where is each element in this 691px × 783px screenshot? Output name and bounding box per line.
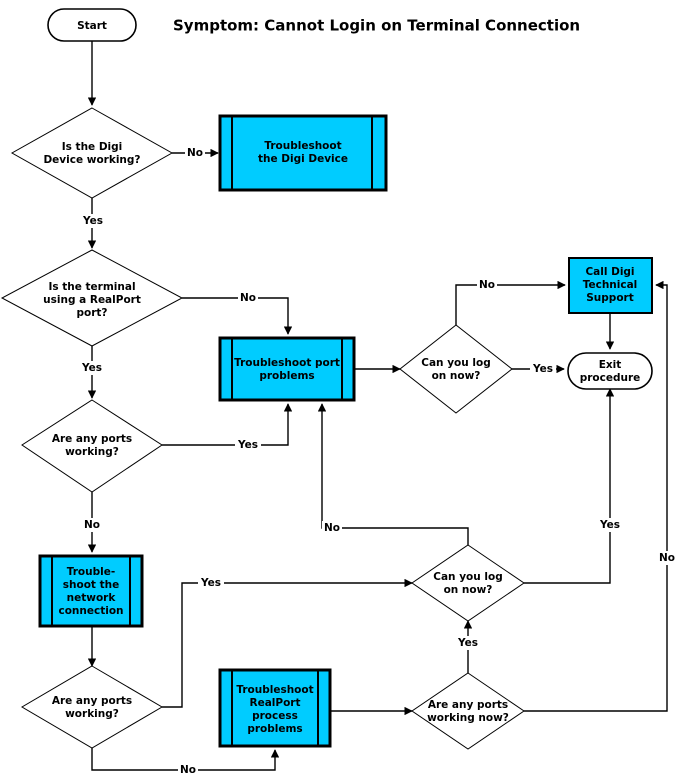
edge-label-logon2-yes-up: Yes [457, 637, 478, 649]
call-support-line1: Call Digi [585, 266, 634, 278]
process-shape [568, 257, 653, 314]
process-shape [38, 554, 144, 628]
q-logon1-line1: Can you log [421, 357, 490, 369]
q-ports1-line2: working? [65, 446, 119, 458]
lbl-bg [79, 361, 105, 375]
q-logon2-line2: on now? [444, 584, 493, 596]
node-start[interactable]: Start [47, 8, 137, 42]
q-logon2-line1: Can you log [433, 571, 502, 583]
edge-label-portsnow-yes: Yes [599, 519, 620, 531]
edge-label-portsnow-no: No [659, 552, 675, 564]
node-exit-procedure[interactable]: Exit procedure [567, 352, 653, 390]
lbl-bg [477, 278, 497, 292]
q-ports1-line1: Are any ports [52, 433, 132, 445]
q-digi-line2: Device working? [43, 154, 140, 166]
q-ports2-line1: Are any ports [52, 695, 132, 707]
node-q-realport[interactable]: Is the terminal using a RealPort port? [0, 249, 184, 347]
decision-shape [399, 324, 513, 414]
lbl-bg [185, 145, 205, 159]
ts-network-line1: Trouble- [67, 566, 115, 578]
ts-digi-line2: the Digi Device [258, 153, 348, 165]
exit-shape [567, 352, 653, 390]
decision-shape [411, 544, 525, 622]
node-ts-network[interactable]: Trouble- shoot the network connection [38, 554, 144, 628]
ts-port-line2: problems [259, 370, 314, 382]
decision-shape [0, 249, 184, 347]
page-title: Symptom: Cannot Login on Terminal Connec… [173, 17, 580, 35]
edge-portsnow-no [524, 280, 668, 712]
q-realport-line1: Is the terminal [48, 281, 135, 293]
edge-labels: No Yes No Yes Yes No No Yes No Yes No Ye… [79, 145, 677, 777]
decision-shape [21, 665, 163, 749]
lbl-bg [80, 214, 106, 228]
process-shape [218, 114, 388, 192]
decision-shape [411, 672, 525, 750]
node-q-ports-working-1[interactable]: Are any ports working? [21, 399, 163, 493]
lbl-bg [657, 551, 677, 565]
lbl-bg [238, 291, 258, 305]
q-logon1-line2: on now? [432, 370, 481, 382]
edge-label-realport-no: No [240, 292, 256, 304]
lbl-bg [82, 518, 102, 532]
ts-realport-line4: problems [247, 723, 302, 735]
edge-label-logon1-yes: Yes [532, 363, 553, 375]
edge-label-ports1-yes: Yes [237, 439, 258, 451]
edge-label-logon1-no: No [479, 279, 495, 291]
lbl-bg [178, 763, 198, 777]
call-support-line3: Support [586, 292, 633, 304]
q-portsnow-line2: working now? [427, 712, 509, 724]
edge-logon2-no [317, 403, 469, 545]
start-shape [47, 8, 137, 42]
ts-port-line1: Troubleshoot port [234, 357, 340, 369]
node-call-support[interactable]: Call Digi Technical Support [568, 257, 653, 314]
edge-ports1-yes [162, 403, 293, 446]
edge-label-digi-no: No [187, 147, 203, 159]
edge-label-ports2-no: No [180, 764, 196, 776]
exit-line1: Exit [599, 359, 622, 371]
ts-realport-line2: RealPort [250, 697, 301, 709]
node-q-digi-working[interactable]: Is the Digi Device working? [10, 107, 174, 199]
ts-network-line4: connection [58, 605, 123, 617]
node-ts-port-problems[interactable]: Troubleshoot port problems [218, 336, 356, 402]
edge-logon1-no [455, 280, 566, 331]
node-q-ports-working-now[interactable]: Are any ports working now? [411, 672, 525, 750]
process-shape [218, 668, 332, 748]
q-realport-line3: port? [76, 307, 107, 319]
ts-realport-line3: process [252, 710, 298, 722]
edge-realport-no [182, 297, 293, 335]
ts-network-line2: shoot the [63, 579, 119, 591]
node-ts-realport[interactable]: Troubleshoot RealPort process problems [218, 668, 332, 748]
node-q-logon-1[interactable]: Can you log on now? [399, 324, 513, 414]
call-support-line2: Technical [583, 279, 638, 291]
lbl-bg [235, 438, 261, 452]
ts-realport-line1: Troubleshoot [236, 684, 313, 696]
edge-label-logon2-no: No [324, 522, 340, 534]
ts-network-line3: network [67, 592, 117, 604]
q-digi-line1: Is the Digi [62, 141, 123, 153]
lbl-bg [530, 362, 556, 376]
start-label: Start [77, 20, 107, 32]
edge-label-digi-yes: Yes [82, 215, 103, 227]
edge-label-ports1-no: No [84, 519, 100, 531]
lbl-bg [597, 518, 623, 532]
edge-ports2-yes [162, 578, 413, 708]
process-shape [218, 336, 356, 402]
lbl-bg [455, 636, 481, 650]
q-portsnow-line1: Are any ports [428, 699, 508, 711]
edge-logon2-yes-exit [524, 388, 615, 584]
edge-label-ports2-yes: Yes [200, 577, 221, 589]
lbl-bg [322, 521, 342, 535]
node-q-ports-working-2[interactable]: Are any ports working? [21, 665, 163, 749]
decision-shape [10, 107, 174, 199]
ts-digi-line1: Troubleshoot [264, 140, 341, 152]
edge-label-realport-yes: Yes [81, 362, 102, 374]
node-q-logon-2[interactable]: Can you log on now? [411, 544, 525, 622]
node-ts-digi-device[interactable]: Troubleshoot the Digi Device [218, 114, 388, 192]
lbl-bg [198, 576, 224, 590]
decision-shape [21, 399, 163, 493]
q-ports2-line2: working? [65, 708, 119, 720]
q-realport-line2: using a RealPort [43, 294, 141, 306]
exit-line2: procedure [580, 372, 641, 384]
